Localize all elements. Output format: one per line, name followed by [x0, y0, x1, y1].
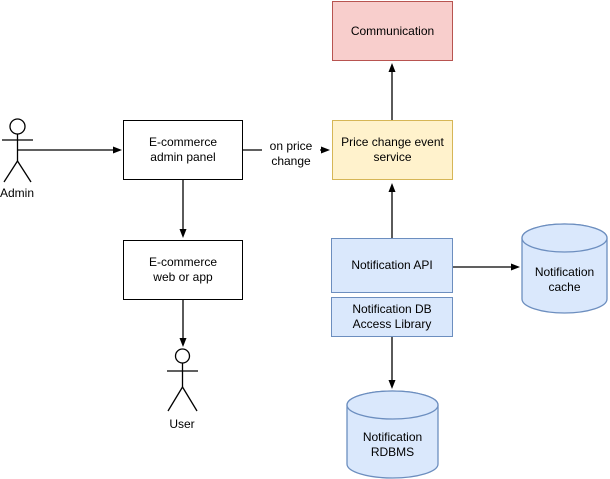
node-notification-api-label: Notification API — [351, 258, 433, 272]
node-notification-rdbms-label: Notification RDBMS — [362, 429, 423, 459]
node-notification-api: Notification API — [331, 238, 453, 293]
edge-price-service-to-communication — [388, 63, 396, 120]
admin-actor-label: Admin — [0, 186, 35, 200]
arrowhead-down-icon — [179, 229, 187, 238]
admin-actor-icon — [2, 118, 33, 183]
notification-rdbms-cylinder — [346, 390, 439, 479]
notification-rdbms-cylinder-top — [346, 390, 439, 420]
admin-actor-head — [9, 118, 26, 135]
user-actor-icon — [167, 348, 198, 412]
arrowhead-down-icon — [179, 338, 187, 347]
admin-actor-left-leg — [3, 160, 19, 183]
node-notification-db-access-library: Notification DB Access Library — [331, 297, 453, 337]
edge-notification-api-to-cache — [453, 263, 520, 271]
user-actor-head — [174, 348, 191, 364]
edge-notification-api-to-price-service — [388, 183, 396, 238]
edge-admin-to-admin-panel — [17, 146, 122, 154]
arrowhead-up-icon — [388, 183, 396, 192]
user-actor-left-leg — [167, 386, 184, 412]
arrowhead-right-icon — [113, 146, 122, 154]
node-price-change-event-service-label: Price change event service — [341, 135, 444, 164]
notification-cache-cylinder-top — [521, 223, 608, 253]
user-actor-label: User — [169, 417, 195, 431]
arrowhead-right-icon — [511, 263, 520, 271]
arrowhead-down-icon — [388, 380, 396, 389]
node-ecommerce-admin-panel-label: E-commerce admin panel — [148, 135, 217, 164]
node-price-change-event-service: Price change event service — [332, 120, 453, 180]
edge-db-access-to-rdbms — [388, 337, 396, 389]
arrowhead-right-icon — [321, 146, 330, 154]
edge-label-on-price-change: on price change — [262, 139, 320, 169]
node-notification-cache-label: Notification cache — [534, 264, 595, 294]
node-communication: Communication — [332, 1, 453, 61]
notification-cache-cylinder — [521, 223, 608, 314]
edge-admin-panel-to-web-app — [179, 180, 187, 238]
admin-actor-right-leg — [16, 160, 32, 183]
node-ecommerce-admin-panel: E-commerce admin panel — [123, 120, 243, 180]
node-communication-label: Communication — [350, 23, 435, 38]
user-actor-right-leg — [181, 386, 198, 412]
node-ecommerce-web-or-app: E-commerce web or app — [123, 240, 243, 300]
node-notification-db-access-library-label: Notification DB Access Library — [352, 302, 432, 331]
arrowhead-up-icon — [388, 63, 396, 72]
node-ecommerce-web-or-app-label: E-commerce web or app — [148, 255, 217, 284]
edge-web-app-to-user — [179, 300, 187, 347]
